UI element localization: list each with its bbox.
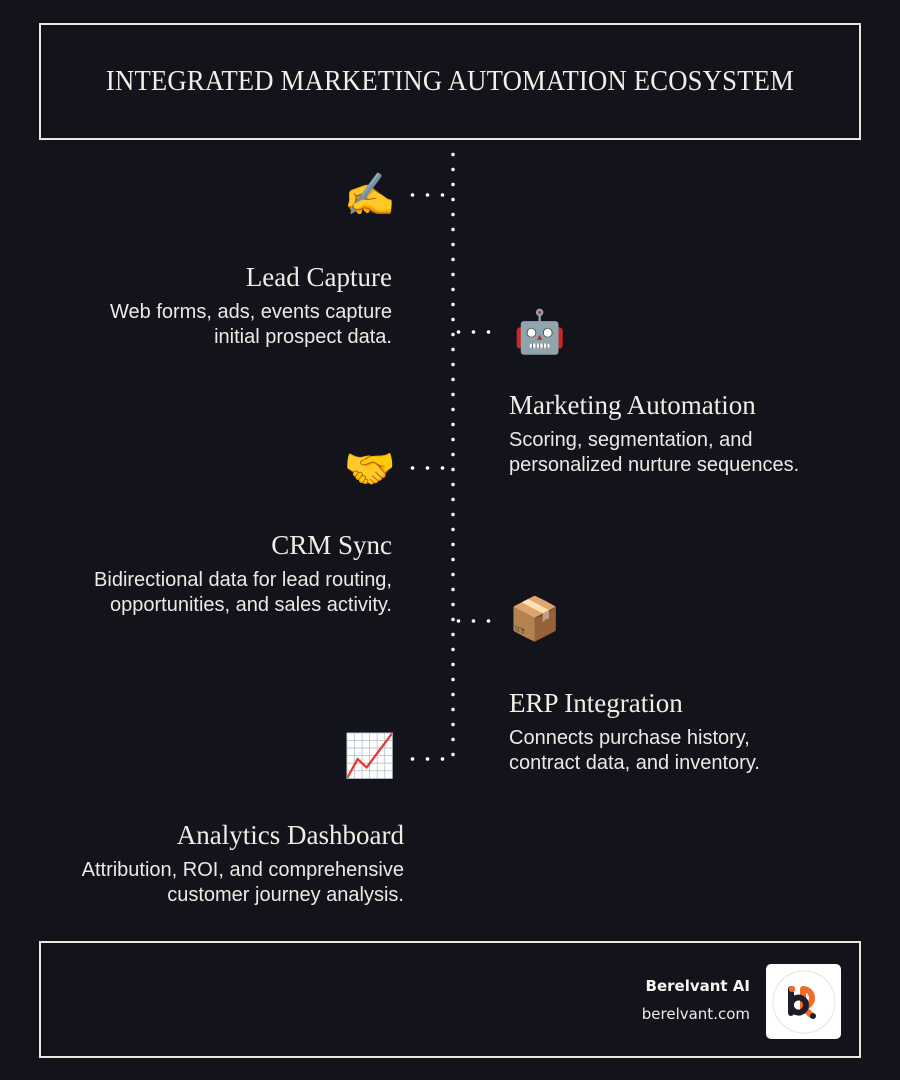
berelvant-logo-icon	[766, 964, 841, 1039]
step-title: Marketing Automation	[509, 390, 756, 420]
header-box: INTEGRATED MARKETING AUTOMATION ECOSYSTE…	[39, 23, 861, 140]
timeline-spine	[451, 147, 455, 761]
step-title: Lead Capture	[245, 262, 392, 292]
brand-url[interactable]: berelvant.com	[641, 1005, 750, 1023]
package-icon: 📦	[508, 594, 562, 643]
connector-crm-sync	[405, 466, 455, 470]
step-crm-sync: CRM Sync Bidirectional data for lead rou…	[94, 528, 392, 618]
step-description: Attribution, ROI, and comprehensive cust…	[81, 859, 404, 906]
logo-svg	[772, 970, 835, 1033]
chart-increasing-icon: 📈	[343, 731, 397, 780]
step-lead-capture: Lead Capture Web forms, ads, events capt…	[110, 260, 392, 350]
writing-hand-icon: ✍️	[343, 170, 397, 219]
step-description: Web forms, ads, events capture initial p…	[110, 301, 392, 348]
connector-analytics-dashboard	[405, 757, 455, 761]
step-marketing-automation: Marketing Automation Scoring, segmentati…	[509, 388, 799, 478]
connector-lead-capture	[405, 193, 455, 197]
step-analytics-dashboard: Analytics Dashboard Attribution, ROI, an…	[82, 818, 404, 908]
connector-marketing-automation	[451, 330, 501, 334]
handshake-icon: 🤝	[343, 444, 397, 493]
step-title: Analytics Dashboard	[176, 820, 404, 850]
step-erp-integration: ERP Integration Connects purchase histor…	[509, 686, 760, 776]
step-description: Scoring, segmentation, and personalized …	[509, 429, 800, 476]
step-title: CRM Sync	[271, 530, 392, 560]
step-description: Connects purchase history, contract data…	[509, 727, 760, 774]
robot-icon: 🤖	[513, 307, 567, 356]
step-description: Bidirectional data for lead routing, opp…	[94, 569, 392, 616]
connector-erp-integration	[451, 619, 501, 623]
page-title: INTEGRATED MARKETING AUTOMATION ECOSYSTE…	[105, 65, 795, 97]
brand-name: Berelvant AI	[645, 977, 750, 995]
step-title: ERP Integration	[509, 688, 683, 718]
footer-box: Berelvant AI berelvant.com	[39, 941, 861, 1058]
